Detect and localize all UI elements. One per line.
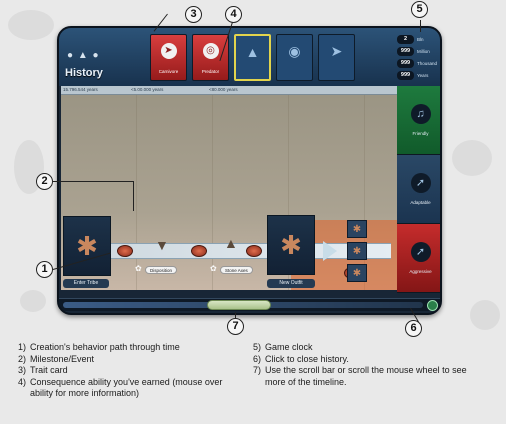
trait-card-label: Predator <box>201 69 220 74</box>
path-node <box>117 245 133 257</box>
legend-number: 6) <box>253 353 262 364</box>
background-doodle <box>452 140 492 176</box>
timeline-area[interactable]: ✱ Enter Tribe ✱ New Outfit ▼ ▲ ✿ Disposi… <box>61 95 397 290</box>
legend-left: 1)Creation's behavior path through time … <box>18 342 240 400</box>
callout-7: 7 <box>227 318 244 335</box>
path-node <box>191 245 207 257</box>
clock-value: 2 <box>397 35 414 44</box>
consequence-label: Aggressive <box>409 269 432 274</box>
callout-3: 3 <box>185 6 202 23</box>
history-title: History <box>65 67 103 79</box>
callout-1: 1 <box>36 261 53 278</box>
milestone-icon[interactable]: ▼ <box>155 237 169 253</box>
legend-text: Creation's behavior path through time <box>30 342 180 352</box>
ruler-mark: <80.000 years <box>209 87 238 92</box>
consequence-adaptable[interactable]: ➚ Adaptable <box>397 155 440 224</box>
legend-number: 3) <box>18 365 27 375</box>
callout-5: 5 <box>411 1 428 18</box>
trait-mini-card[interactable]: ✱ <box>347 242 367 260</box>
clock-unit: Thousand <box>417 61 438 66</box>
close-history-button[interactable] <box>427 300 438 311</box>
clock-unit: Million <box>417 49 430 54</box>
consequence-panel: ♫ Friendly ➚ Adaptable ➚ Aggressive <box>397 86 440 295</box>
callout-6: 6 <box>405 320 422 337</box>
trait-mini-card[interactable]: ✱ <box>347 264 367 282</box>
music-note-icon: ♫ <box>410 104 431 124</box>
path-node <box>246 245 262 257</box>
stage-label: Enter Tribe <box>63 279 109 288</box>
background-doodle <box>20 290 46 312</box>
legend-text: Consequence ability you've earned (mouse… <box>30 376 223 399</box>
legend-text: Game clock <box>265 342 313 352</box>
creature-stage-tribe[interactable]: ✱ <box>63 216 111 276</box>
clock-unit: Years <box>417 73 429 78</box>
sword-icon: ➚ <box>410 242 431 262</box>
legend-text: Milestone/Event <box>30 353 95 364</box>
consequence-aggressive[interactable]: ➚ Aggressive <box>397 224 440 293</box>
spear-icon: ➚ <box>410 173 431 193</box>
legend-text: Click to close history. <box>265 353 349 364</box>
bunny-icon: ✿ <box>135 264 142 273</box>
trait-card-civilization[interactable]: ◉ <box>276 34 313 81</box>
consequence-label: Friendly <box>412 131 429 136</box>
legend-number: 1) <box>18 342 27 352</box>
clock-unit: Bln <box>417 37 424 42</box>
trait-card-space[interactable]: ➤ <box>318 34 355 81</box>
callout-4: 4 <box>225 6 242 23</box>
scroll-thumb[interactable] <box>207 300 271 310</box>
event-badge[interactable]: Stone Axes <box>220 266 253 274</box>
target-icon: ◎ <box>202 43 219 59</box>
consequence-friendly[interactable]: ♫ Friendly <box>397 86 440 155</box>
clock-value: 999 <box>397 71 414 80</box>
creature-silhouettes-icon: ● ▲ ● <box>67 50 100 61</box>
path-arrow-icon <box>323 241 337 261</box>
callout-leader <box>235 312 236 320</box>
callout-2: 2 <box>36 173 53 190</box>
consequence-label: Adaptable <box>410 200 431 205</box>
legend-number: 5) <box>253 342 262 352</box>
event-badge[interactable]: Disposition <box>145 266 178 274</box>
globe-icon: ◉ <box>288 43 301 59</box>
clock-value: 999 <box>397 59 414 68</box>
legend-number: 7) <box>253 365 262 375</box>
rocket-icon: ➤ <box>330 43 343 59</box>
stage-label: New Outfit <box>267 279 315 288</box>
trait-mini-card[interactable]: ✱ <box>347 220 367 238</box>
timeline-ruler: 15.796.544 years <5.00.000 years <80.000… <box>61 86 397 95</box>
legend-text: Trait card <box>30 365 68 375</box>
legend-number: 4) <box>18 376 27 387</box>
background-doodle <box>8 10 54 40</box>
ruler-mark: <5.00.000 years <box>131 87 164 92</box>
campfire-icon: ▲ <box>245 44 260 60</box>
ruler-mark: 15.796.544 years <box>63 87 98 92</box>
callout-leader <box>53 181 133 182</box>
legend-text: Use the scroll bar or scroll the mouse w… <box>265 365 467 387</box>
legend-right: 5)Game clock 6)Click to close history. 7… <box>253 342 473 388</box>
trait-card-tribal[interactable]: ▲ <box>234 34 271 81</box>
callout-leader <box>133 181 134 211</box>
creature-stage-outfit[interactable]: ✱ <box>267 215 315 275</box>
timeline-scrollbar[interactable] <box>59 298 440 311</box>
trait-card-label: Carnivore <box>158 69 179 74</box>
trait-card-predator[interactable]: ◎ Predator <box>192 34 229 81</box>
claw-icon: ➤ <box>160 43 177 59</box>
callout-leader <box>420 20 421 32</box>
history-window: ● ▲ ● History ➤ Carnivore ◎ Predator ▲ ◉… <box>57 26 442 315</box>
bunny-icon: ✿ <box>210 264 217 273</box>
game-clock: 2 Bln 999 Million 999 Thousand 999 Years <box>397 34 440 84</box>
legend-number: 2) <box>18 353 27 364</box>
history-top-bar: ● ▲ ● History ➤ Carnivore ◎ Predator ▲ ◉… <box>59 28 440 86</box>
clock-value: 999 <box>397 47 414 56</box>
trait-card-carnivore[interactable]: ➤ Carnivore <box>150 34 187 81</box>
background-doodle <box>470 300 500 330</box>
milestone-icon[interactable]: ▲ <box>224 235 238 251</box>
